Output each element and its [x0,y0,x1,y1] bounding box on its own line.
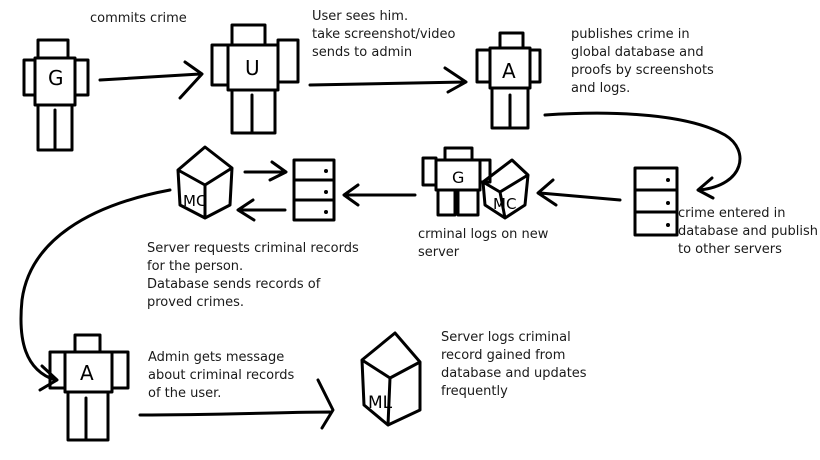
arrow-db-to-cube [236,198,287,222]
label-user-sees: User sees him. take screenshot/video sen… [312,8,455,62]
label-line: Server requests criminal records [147,241,359,256]
left-cube: MC [176,145,234,220]
label-line: sends to admin [312,45,413,60]
label-line: for the person. [147,259,244,274]
bottom-cube: ML [360,331,422,427]
label-line: to other servers [678,242,782,257]
arrow-admin-to-bottomcube [138,378,335,430]
label-line: take screenshot/video [312,27,456,42]
label-line: Server logs criminal [441,330,571,345]
arrow-server-to-newserver [536,178,622,207]
label-crime-entered: crime entered in database and publish to… [678,205,818,259]
label-line: record gained from [441,348,566,363]
label-line: proofs by screenshots [571,63,714,78]
label-server-requests: Server requests criminal records for the… [147,240,359,312]
arrow-admin-to-server [543,111,742,200]
label-line: Admin gets message [148,350,285,365]
arrow-newserver-to-db [342,183,417,207]
label-line: database and updates [441,366,587,381]
label-line: publishes crime in [571,27,690,42]
label-admin-gets: Admin gets message about criminal record… [148,349,294,403]
label-line: crime entered in [678,206,786,221]
label-line: of the user. [148,386,222,401]
figure-letter: U [245,56,260,80]
user-figure: U [210,23,300,135]
label-line: commits crime [90,11,187,26]
label-commits-crime: commits crime [90,10,187,28]
label-line: global database and [571,45,704,60]
label-line: and logs. [571,81,631,96]
figure-letter: A [80,361,94,385]
label-line: frequently [441,384,508,399]
server-right [633,166,679,237]
admin-figure: A [475,31,542,130]
label-line: Database sends records of [147,277,321,292]
figure-letter: G [48,66,64,90]
figure-letter: G [452,168,464,187]
label-line: server [418,245,460,260]
cube-label: ML [368,393,393,413]
cube-label: MC [183,192,206,210]
label-line: crminal logs on new [418,227,549,242]
criminal-figure: G [22,38,90,152]
label-publishes: publishes crime in global database and p… [571,26,714,98]
figure-letter: A [502,59,516,83]
arrow-user-to-admin [308,66,468,94]
arrows [19,60,742,430]
label-line: User sees him. [312,9,409,24]
cube-label: MC [493,195,516,213]
admin-bottom-figure: A [48,333,130,442]
arrow-cube-to-admin [19,188,172,392]
label-criminal-logs: crminal logs on new server [418,226,548,262]
arrow-cube-to-db [243,160,288,182]
criminal-new-figure: G [421,146,492,217]
label-line: database and publish [678,224,818,239]
label-line: proved crimes. [147,295,245,310]
arrow-criminal-to-user [98,60,204,100]
label-server-logs: Server logs criminal record gained from … [441,329,587,401]
label-line: about criminal records [148,368,295,383]
new-server-cube: MC [481,158,530,220]
server-middle [292,158,336,222]
